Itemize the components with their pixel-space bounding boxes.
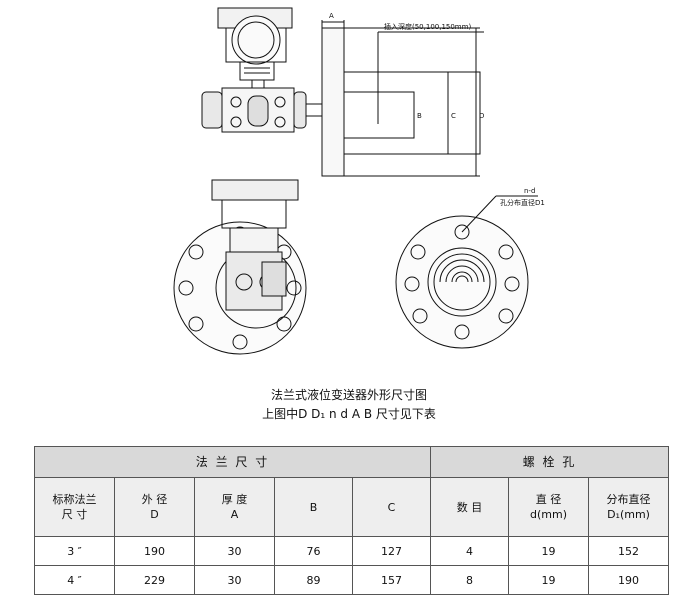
cell-pitch-diameter: 190: [587, 565, 670, 595]
table-row: 4 ″ 229 30 89 157 8 19 190: [34, 565, 670, 595]
dim-nd-label: n-d: [524, 187, 535, 195]
header-pitch-diameter: 分布直径 D₁(mm): [587, 477, 670, 537]
header-c: C: [352, 477, 431, 537]
bolt-holes-group: 螺 栓 孔: [429, 446, 670, 478]
flange-dimension-table: 法 兰 尺 寸 螺 栓 孔 标称法兰 尺 寸 外 径 D 厚 度 A B C 数…: [34, 446, 670, 595]
cell-thickness: 30: [194, 565, 275, 595]
flange-transmitter-drawing: A 插入深度(50,100,150mm) B C D n-d 孔分布直径D1: [173, 7, 545, 355]
cell-thickness: 30: [194, 536, 275, 566]
side-view: [201, 7, 484, 177]
header-count: 数 目: [430, 477, 509, 537]
cell-count: 4: [430, 536, 509, 566]
cell-nominal-size: 4 ″: [34, 565, 115, 595]
table-column-headers: 标称法兰 尺 寸 外 径 D 厚 度 A B C 数 目 直 径 d(mm) 分…: [34, 477, 670, 537]
cell-nominal-size: 3 ″: [34, 536, 115, 566]
cell-c: 127: [352, 536, 431, 566]
cell-pitch-diameter: 152: [587, 536, 670, 566]
front-view: [173, 179, 307, 355]
flange-dimensions-group: 法 兰 尺 寸: [34, 446, 431, 478]
cell-hole-diameter: 19: [508, 536, 589, 566]
dim-a-label: A: [329, 12, 334, 20]
cell-b: 89: [274, 565, 353, 595]
header-nominal-size: 标称法兰 尺 寸: [34, 477, 115, 537]
cell-outer-diameter: 190: [114, 536, 195, 566]
cell-outer-diameter: 229: [114, 565, 195, 595]
header-outer-diameter: 外 径 D: [114, 477, 195, 537]
cell-c: 157: [352, 565, 431, 595]
cell-count: 8: [430, 565, 509, 595]
dim-hole-circle-label: 孔分布直径D1: [500, 198, 545, 207]
dim-c-label: C: [451, 112, 456, 120]
drawing-title: 法兰式液位变送器外形尺寸图: [270, 388, 427, 402]
dimension-labels: A 插入深度(50,100,150mm) B C D n-d 孔分布直径D1: [329, 12, 545, 207]
header-thickness: 厚 度 A: [194, 477, 275, 537]
table-group-header: 法 兰 尺 寸 螺 栓 孔: [34, 446, 670, 478]
dim-insert-depth-label: 插入深度(50,100,150mm): [384, 22, 471, 31]
header-hole-diameter: 直 径 d(mm): [508, 477, 589, 537]
cell-b: 76: [274, 536, 353, 566]
cell-hole-diameter: 19: [508, 565, 589, 595]
header-b: B: [274, 477, 353, 537]
table-row: 3 ″ 190 30 76 127 4 19 152: [34, 536, 670, 566]
dim-d-label: D: [479, 112, 484, 120]
dim-b-label: B: [417, 112, 422, 120]
flange-face-view: [395, 195, 538, 349]
drawing-subtitle: 上图中D D₁ n d A B 尺寸见下表: [262, 407, 436, 421]
